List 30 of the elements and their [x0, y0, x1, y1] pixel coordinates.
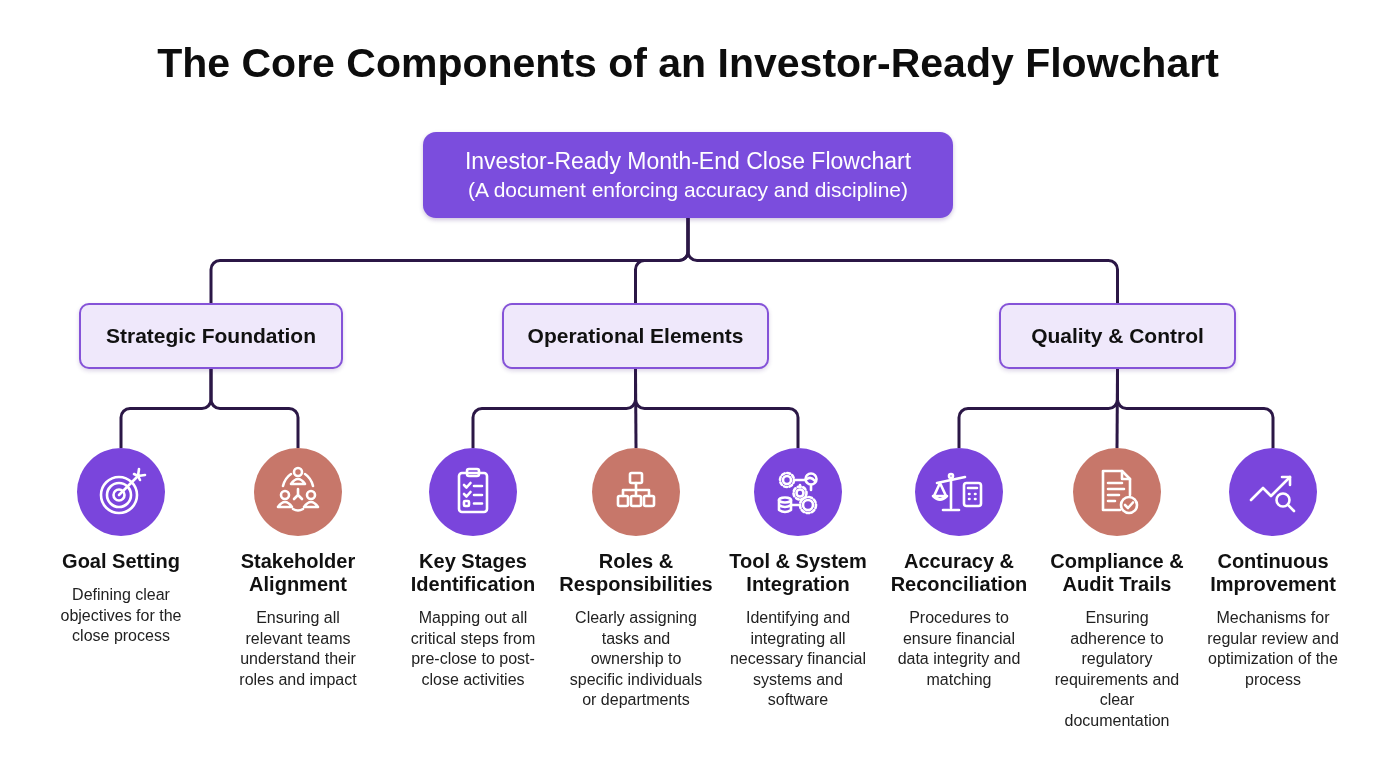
connector-line	[1116, 369, 1275, 448]
connector-line	[686, 218, 1119, 303]
item-title: Goal Setting	[62, 550, 180, 573]
item-title: Compliance & Audit Trails	[1049, 550, 1185, 596]
item-title: Accuracy & Reconciliation	[889, 550, 1029, 596]
connector-line	[634, 369, 800, 448]
item-description: Defining clear objectives for the close process	[59, 585, 183, 646]
item-title: Tool & System Integration	[728, 550, 868, 596]
connector-line	[209, 369, 300, 448]
item-description: Mapping out all critical steps from pre-close to post-close activities	[409, 608, 537, 690]
category-label: Quality & Control	[1031, 323, 1204, 349]
category-label: Strategic Foundation	[106, 323, 316, 349]
root-box	[423, 132, 953, 218]
diagram-title: The Core Components of an Investor-Ready Flowchart	[157, 39, 1219, 88]
item-description: Identifying and integrating all necessary financial systems and software	[728, 608, 868, 710]
item-description: Mechanisms for regular review and optimization of the process	[1206, 608, 1340, 690]
category-label: Operational Elements	[527, 323, 744, 349]
category-box	[999, 303, 1236, 369]
item-title: Key Stages Identification	[409, 550, 537, 596]
item-description: Clearly assigning tasks and ownership to specific individuals or departments	[568, 608, 704, 710]
item-description: Procedures to ensure financial data integrity and matching	[896, 608, 1022, 690]
item-title: Continuous Improvement	[1209, 550, 1337, 596]
item-description: Ensuring adherence to regulatory requirements and clear documentation	[1053, 608, 1181, 731]
box-subtitle: (A document enforcing accuracy and discipline)	[467, 176, 909, 203]
item-description: Ensuring all relevant teams understand their roles and impact	[238, 608, 358, 690]
item-title: Stakeholder Alignment	[239, 550, 357, 596]
box-heading: Investor-Ready Month-End Close Flowchart	[464, 146, 912, 176]
category-box	[79, 303, 343, 369]
item-title: Roles & Responsibilities	[558, 550, 714, 596]
category-box	[502, 303, 769, 369]
